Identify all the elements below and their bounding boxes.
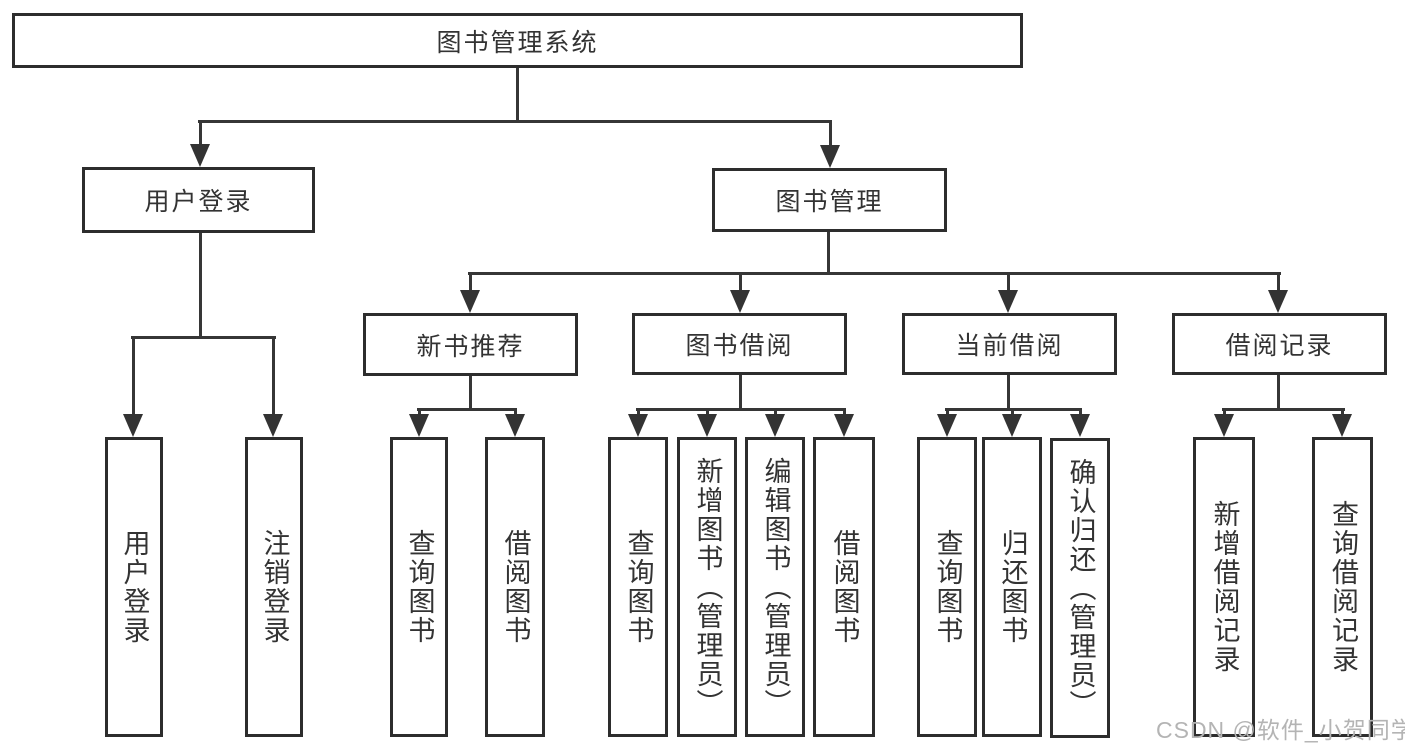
node-leaf-add-borrow-record: 新增借阅记录: [1193, 437, 1255, 737]
connector-arrowhead-down: [730, 290, 750, 313]
connector-line: [417, 408, 517, 411]
node-leaf-borrow-books: 借阅图书: [813, 437, 875, 737]
connector-arrowhead-down: [1332, 414, 1352, 437]
leaf-label: 新增借阅记录: [1209, 500, 1240, 674]
leaf-label: 新增图书（管理员）: [692, 456, 723, 718]
leaf-label: 借阅图书: [829, 529, 860, 645]
connector-line: [199, 233, 202, 336]
leaf-label: 查询图书: [932, 529, 963, 645]
connector-arrowhead-down: [697, 414, 717, 437]
leaf-label: 确认归还（管理员）: [1065, 457, 1096, 719]
connector-line: [1277, 272, 1280, 294]
connector-arrowhead-down: [834, 414, 854, 437]
watermark-text: CSDN @软件_小贺同学: [1156, 717, 1405, 743]
connector-line: [469, 272, 472, 294]
node-root-label: 图书管理系统: [436, 28, 599, 57]
connector-arrowhead-down: [263, 414, 283, 437]
connector-line: [829, 120, 832, 148]
node-borrow-records-label: 借阅记录: [1225, 332, 1334, 360]
leaf-label: 查询图书: [623, 529, 654, 645]
leaf-label: 归还图书: [997, 529, 1028, 645]
connector-line: [468, 272, 1281, 275]
connector-line: [132, 336, 135, 418]
node-current-borrow: 当前借阅: [902, 313, 1117, 375]
node-leaf-add-books-admin: 新增图书（管理员）: [677, 437, 737, 737]
connector-line: [843, 408, 846, 417]
node-book-borrow-label: 图书借阅: [685, 332, 794, 360]
connector-line: [1277, 375, 1280, 408]
leaf-label: 借阅图书: [500, 529, 531, 645]
connector-line: [637, 408, 640, 417]
connector-line: [418, 408, 421, 417]
connector-line: [1222, 408, 1345, 411]
connector-arrowhead-down: [998, 290, 1018, 313]
connector-line: [1341, 408, 1344, 417]
connector-line: [636, 408, 846, 411]
connector-line: [469, 376, 472, 408]
connector-arrowhead-down: [937, 414, 957, 437]
connector-line: [1007, 375, 1010, 408]
node-user-login: 用户登录: [82, 167, 315, 233]
connector-line: [272, 336, 275, 418]
node-leaf-query-books-current: 查询图书: [917, 437, 977, 737]
connector-arrowhead-down: [820, 145, 840, 168]
node-leaf-user-login: 用户登录: [105, 437, 163, 737]
node-leaf-confirm-return-admin: 确认归还（管理员）: [1050, 438, 1110, 738]
connector-arrowhead-down: [505, 414, 525, 437]
connector-line: [1011, 408, 1014, 417]
node-book-management-label: 图书管理: [775, 188, 884, 216]
node-leaf-query-books-borrow: 查询图书: [608, 437, 668, 737]
leaf-label: 用户登录: [119, 529, 150, 645]
node-new-book-recommend: 新书推荐: [363, 313, 578, 376]
connector-line: [198, 120, 832, 123]
node-leaf-query-borrow-record: 查询借阅记录: [1312, 437, 1373, 737]
connector-arrowhead-down: [628, 414, 648, 437]
node-leaf-borrow-books-recommend: 借阅图书: [485, 437, 545, 737]
connector-arrowhead-down: [460, 290, 480, 313]
node-current-borrow-label: 当前借阅: [955, 332, 1064, 360]
connector-arrowhead-down: [1268, 290, 1288, 313]
node-new-book-recommend-label: 新书推荐: [416, 332, 525, 361]
node-book-management: 图书管理: [712, 168, 947, 232]
leaf-label: 编辑图书（管理员）: [760, 456, 791, 718]
node-leaf-logout: 注销登录: [245, 437, 303, 737]
leaf-label: 查询图书: [404, 529, 435, 645]
node-borrow-records: 借阅记录: [1172, 313, 1387, 375]
connector-line: [516, 68, 519, 120]
connector-line: [827, 232, 830, 272]
connector-line: [774, 408, 777, 417]
connector-line: [199, 120, 202, 148]
connector-line: [1079, 408, 1082, 417]
node-root: 图书管理系统: [12, 13, 1023, 68]
connector-arrowhead-down: [123, 414, 143, 437]
connector-line: [706, 408, 709, 417]
connector-arrowhead-down: [1002, 414, 1022, 437]
connector-arrowhead-down: [1214, 414, 1234, 437]
node-user-login-label: 用户登录: [144, 188, 253, 216]
node-leaf-query-books-recommend: 查询图书: [390, 437, 448, 737]
connector-line: [514, 408, 517, 417]
leaf-label: 注销登录: [259, 529, 290, 645]
connector-arrowhead-down: [409, 414, 429, 437]
node-leaf-return-books: 归还图书: [982, 437, 1042, 737]
leaf-label: 查询借阅记录: [1328, 500, 1358, 674]
connector-arrowhead-down: [190, 144, 210, 167]
connector-line: [1223, 408, 1226, 417]
connector-line: [739, 375, 742, 408]
connector-arrowhead-down: [1070, 414, 1090, 437]
node-book-borrow: 图书借阅: [632, 313, 847, 375]
connector-line: [946, 408, 949, 417]
connector-line: [1007, 272, 1010, 294]
connector-arrowhead-down: [765, 414, 785, 437]
connector-line: [131, 336, 276, 339]
connector-line: [739, 272, 742, 294]
node-leaf-edit-books-admin: 编辑图书（管理员）: [745, 437, 805, 737]
